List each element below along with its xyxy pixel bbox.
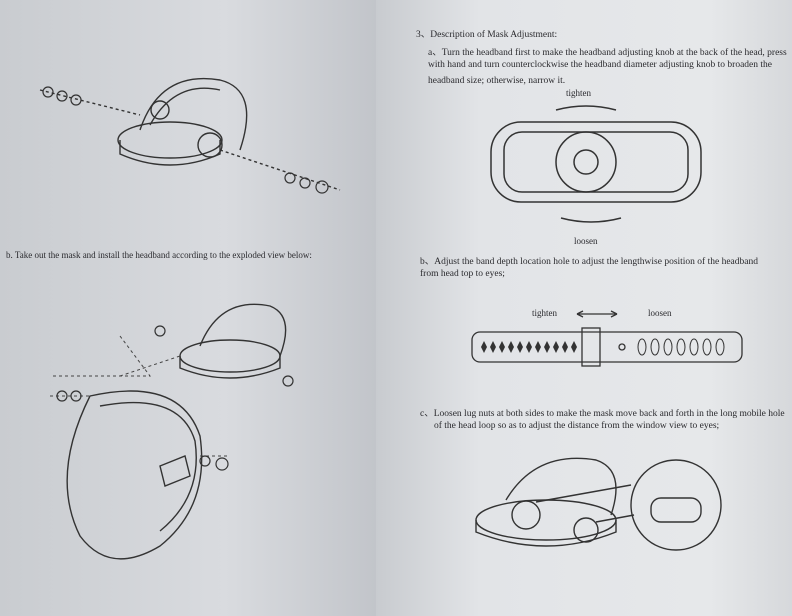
band-hole-diamond (517, 341, 523, 353)
band-hole-oval (702, 338, 712, 356)
band-hole-oval (663, 338, 673, 356)
band-hole-oval (676, 338, 686, 356)
right-page: 3、Description of Mask Adjustment: a、Turn… (376, 0, 792, 616)
band-loosen-label: loosen (648, 308, 672, 318)
step-a-line-2: with hand and turn counterclockwise the … (428, 60, 773, 70)
band-hole-diamond (535, 341, 541, 353)
step-a-line-1: a、Turn the headband first to make the he… (428, 48, 787, 58)
headband-exploded-illustration-top (39, 77, 341, 194)
band-hole-diamond (526, 341, 532, 353)
step-b-line-1: b、Adjust the band depth location hole to… (420, 257, 758, 267)
adjusting-knob-illustration (490, 105, 702, 223)
band-tighten-label: tighten (532, 308, 557, 318)
step-c-line-2: of the head loop so as to adjust the dis… (434, 421, 720, 431)
band-hole-diamond (544, 341, 550, 353)
band-hole-diamond (571, 341, 577, 353)
band-hole-diamond (508, 341, 514, 353)
lug-nut-illustration (475, 457, 722, 551)
step-a-line-3: headband size; otherwise, narrow it. (428, 76, 566, 86)
band-hole-oval (689, 338, 699, 356)
band-depth-illustration (471, 310, 743, 367)
step-c-line-1: c、Loosen lug nuts at both sides to make … (420, 409, 785, 419)
band-hole-diamond (481, 341, 487, 353)
band-hole-diamond (553, 341, 559, 353)
mask-exploded-illustration (50, 303, 294, 560)
band-hole-diamond (499, 341, 505, 353)
left-page: b. Take out the mask and install the hea… (0, 0, 376, 616)
band-hole-oval (650, 338, 660, 356)
section-title: 3、Description of Mask Adjustment: (416, 30, 558, 40)
step-b-text: b. Take out the mask and install the hea… (6, 250, 312, 260)
band-hole-oval (715, 338, 725, 356)
band-hole-oval (637, 338, 647, 356)
step-b-line-2: from head top to eyes; (420, 269, 505, 279)
knob-loosen-label: loosen (574, 236, 598, 246)
band-hole-diamond (562, 341, 568, 353)
knob-tighten-label: tighten (566, 88, 591, 98)
band-hole-diamond (490, 341, 496, 353)
